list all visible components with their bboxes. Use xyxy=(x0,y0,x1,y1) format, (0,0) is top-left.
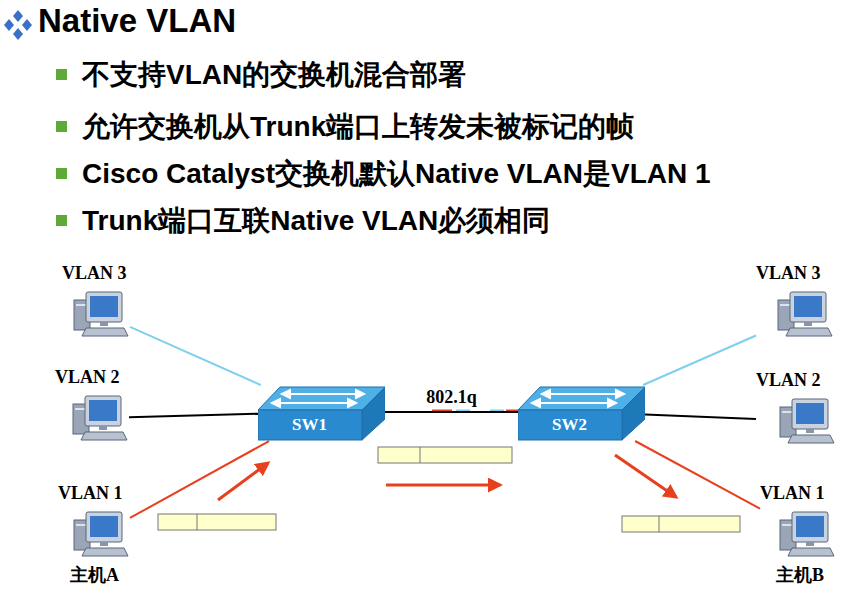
computer-icon xyxy=(776,290,834,338)
link-line xyxy=(643,335,756,385)
link-line xyxy=(130,441,269,518)
switch-name: SW2 xyxy=(552,415,587,435)
computer-icon xyxy=(72,510,130,558)
title-bullet xyxy=(4,10,32,40)
host-computer: VLAN 2 xyxy=(756,370,836,445)
link-line xyxy=(385,411,518,413)
switch: SW1 xyxy=(258,385,385,441)
vlan-label: VLAN 1 xyxy=(760,483,825,504)
bullet-text: 允许交换机从Trunk端口上转发未被标记的帧 xyxy=(82,108,634,146)
host-computer: VLAN 1 主机A xyxy=(58,483,130,587)
bullet-text: Cisco Catalyst交换机默认Native VLAN是VLAN 1 xyxy=(82,155,711,193)
computer-icon xyxy=(776,290,834,338)
switch: SW2 xyxy=(518,385,645,441)
host-computer: VLAN 2 xyxy=(55,367,129,442)
bullet-square xyxy=(56,69,67,226)
host-computer: VLAN 1 主机B xyxy=(760,483,836,587)
computer-icon xyxy=(72,510,130,558)
vlan-label: VLAN 1 xyxy=(58,483,123,504)
host-name: 主机A xyxy=(70,563,119,587)
computer-icon xyxy=(778,510,836,558)
computer-icon xyxy=(72,290,130,338)
host-computer: VLAN 3 xyxy=(62,263,130,338)
vlan-label: VLAN 2 xyxy=(756,370,821,391)
host-name: 主机B xyxy=(776,563,824,587)
computer-icon xyxy=(71,394,129,442)
bullet-text: Trunk端口互联Native VLAN必须相同 xyxy=(82,202,550,240)
vlan-label: VLAN 3 xyxy=(756,263,821,284)
computer-icon xyxy=(778,397,836,445)
link-line xyxy=(635,441,760,509)
computer-icon xyxy=(778,510,836,558)
flow-arrow xyxy=(218,455,676,500)
vlan-label: VLAN 3 xyxy=(62,263,127,284)
computer-icon xyxy=(71,394,129,442)
slide-title: Native VLAN xyxy=(38,2,236,40)
link-line xyxy=(645,415,756,419)
link-label: 802.1q xyxy=(424,387,479,408)
bullet-text: 不支持VLAN的交换机混合部署 xyxy=(82,56,466,94)
switch-name: SW1 xyxy=(292,415,327,435)
vlan-label: VLAN 2 xyxy=(55,367,120,388)
host-computer: VLAN 3 xyxy=(756,263,834,338)
ethernet-frame xyxy=(158,447,740,532)
link-line xyxy=(130,327,261,385)
link-line xyxy=(129,414,258,417)
computer-icon xyxy=(778,397,836,445)
computer-icon xyxy=(72,290,130,338)
